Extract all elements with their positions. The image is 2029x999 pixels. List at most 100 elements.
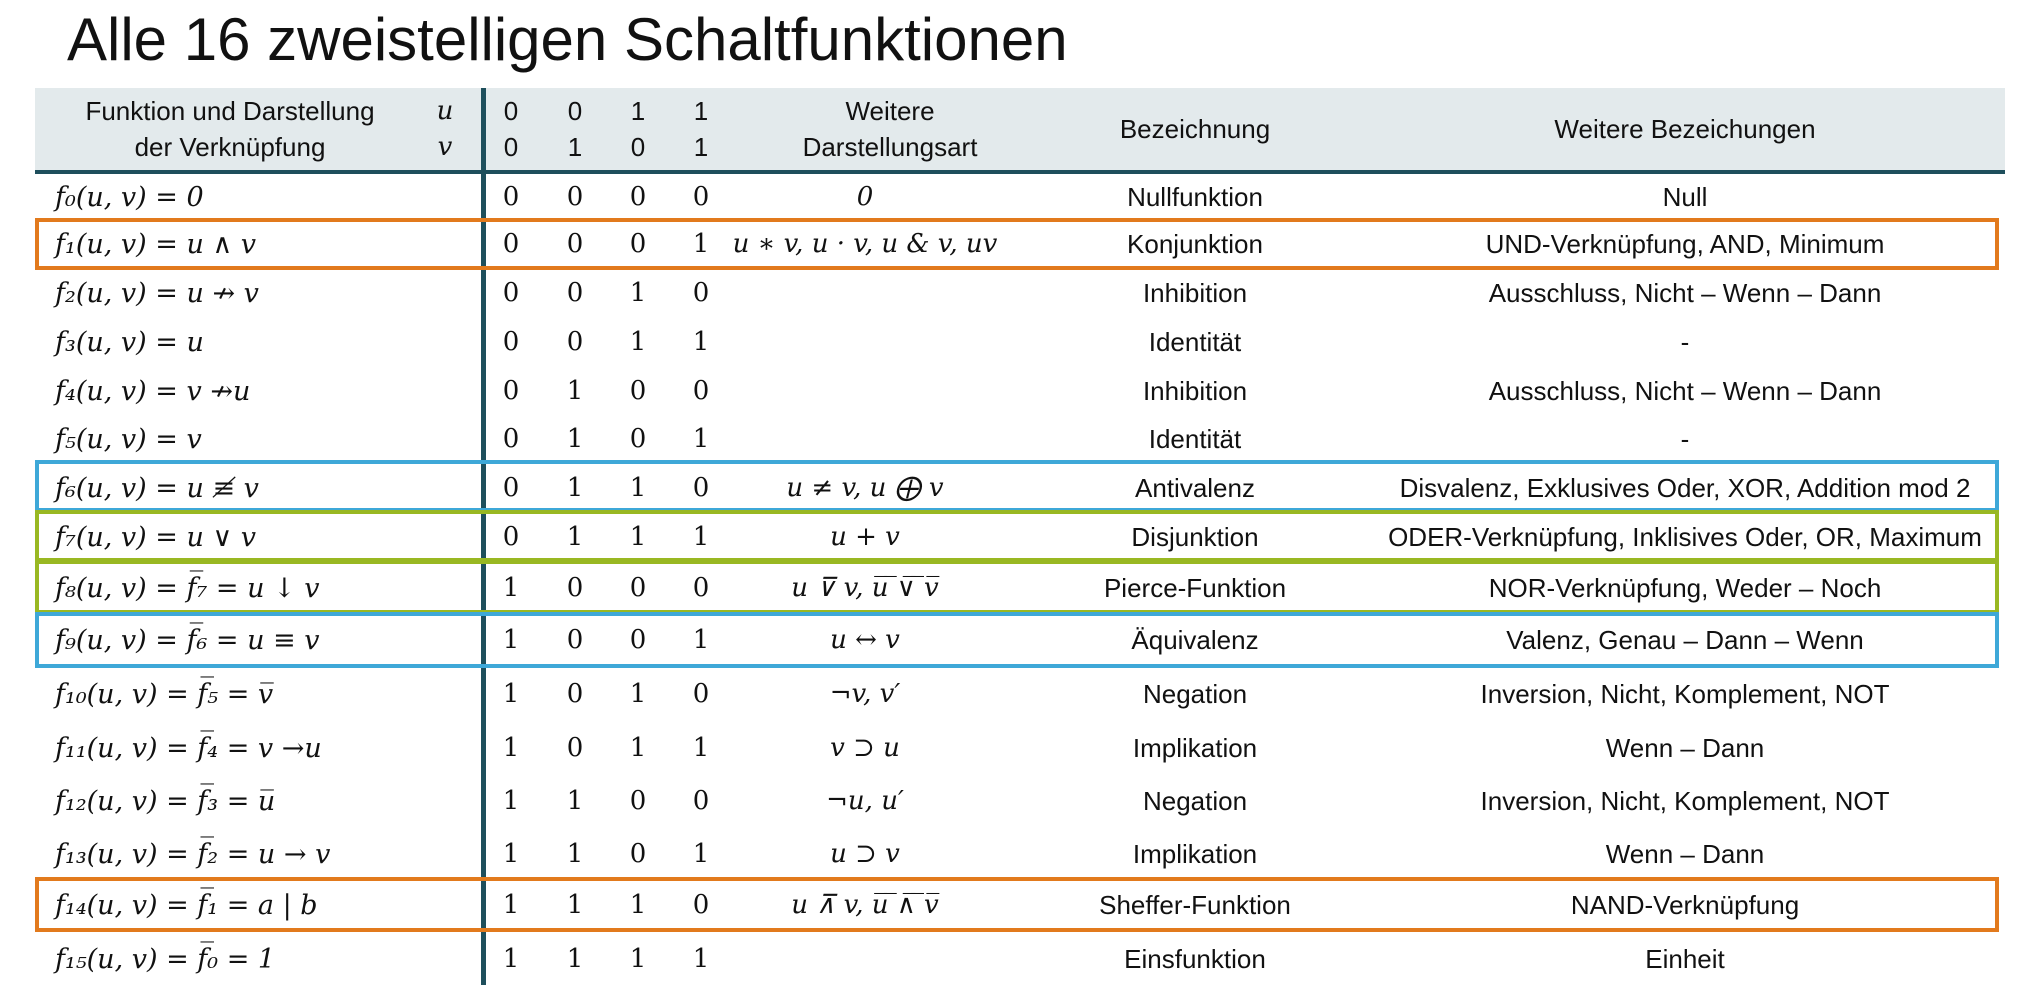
header-u-bit: 1: [693, 96, 709, 126]
truth-value-cell: 1: [502, 733, 520, 763]
alt-notation-cell: ¬u, u′: [826, 786, 904, 816]
alt-notation-cell: [715, 366, 1015, 417]
name-cell: Einsfunktion: [1124, 944, 1266, 974]
other-names-cell: Ausschluss, Nicht – Wenn – Dann: [1488, 278, 1882, 308]
truth-value-cell: 1: [566, 473, 584, 503]
truth-value-cell: 1: [502, 944, 520, 974]
header-v-label: v: [437, 132, 453, 162]
table-header: [35, 88, 2005, 172]
truth-value-cell: 0: [502, 278, 520, 308]
truth-value-cell: 0: [502, 327, 520, 357]
name-cell: Konjunktion: [1127, 229, 1263, 259]
page-title: Alle 16 zweistelligen Schaltfunktionen: [67, 6, 1068, 73]
truth-value-cell: 0: [502, 229, 520, 259]
truth-value-cell: 1: [692, 229, 710, 259]
other-names-cell: Wenn – Dann: [1605, 839, 1765, 869]
alt-notation-cell: [715, 317, 1015, 368]
truth-value-cell: 0: [629, 424, 647, 454]
function-cell: f₆(u, v) = u ≢ v: [55, 473, 259, 504]
alt-notation-cell: u ↔ v: [830, 625, 900, 655]
other-names-cell: Wenn – Dann: [1605, 733, 1765, 763]
alt-notation-cell: u + v: [830, 522, 900, 552]
truth-value-cell: 1: [502, 625, 520, 655]
truth-value-cell: 0: [566, 573, 584, 603]
truth-value-cell: 0: [692, 679, 710, 709]
other-names-cell: NAND-Verknüpfung: [1570, 890, 1800, 920]
truth-value-cell: 1: [502, 573, 520, 603]
header-name: Bezeichnung: [1119, 114, 1271, 144]
truth-value-cell: 1: [502, 786, 520, 816]
alt-notation-cell: [715, 414, 1015, 465]
truth-value-cell: 0: [692, 473, 710, 503]
truth-value-cell: 1: [692, 944, 710, 974]
truth-value-cell: 1: [692, 733, 710, 763]
name-cell: Inhibition: [1142, 376, 1248, 406]
name-cell: Nullfunktion: [1127, 182, 1263, 212]
truth-value-cell: 1: [566, 522, 584, 552]
truth-value-cell: 1: [502, 890, 520, 920]
name-cell: Negation: [1142, 679, 1248, 709]
truth-value-cell: 0: [692, 573, 710, 603]
function-cell: f₉(u, v) = f̅₆ = u ≡ v: [55, 625, 320, 656]
truth-value-cell: 1: [566, 424, 584, 454]
name-cell: Implikation: [1132, 733, 1258, 763]
header-alt-line1: Weitere: [845, 96, 935, 126]
alt-notation-cell: u ⊽ v, u̅ ̅∨̅ ̅v̅: [791, 573, 939, 603]
function-cell: f₃(u, v) = u: [55, 327, 204, 358]
truth-value-cell: 0: [692, 376, 710, 406]
truth-value-cell: 1: [629, 327, 647, 357]
header-divider: [35, 170, 2005, 174]
alt-notation-cell: u ≠ v, u ⨁ v: [786, 473, 944, 503]
truth-value-cell: 1: [566, 944, 584, 974]
truth-value-cell: 1: [692, 424, 710, 454]
truth-value-cell: 0: [692, 786, 710, 816]
header-function-line1: Funktion und Darstellung: [85, 96, 375, 126]
header-u-bit: 0: [503, 96, 519, 126]
other-names-cell: -: [1680, 327, 1690, 357]
truth-value-cell: 0: [566, 327, 584, 357]
other-names-cell: Inversion, Nicht, Komplement, NOT: [1480, 786, 1890, 816]
truth-value-cell: 1: [629, 890, 647, 920]
other-names-cell: Null: [1662, 182, 1708, 212]
other-names-cell: ODER-Verknüpfung, Inklisives Oder, OR, M…: [1388, 522, 1982, 552]
truth-value-cell: 1: [692, 839, 710, 869]
function-cell: f₁₀(u, v) = f̅₅ = v̅: [55, 679, 274, 710]
alt-notation-cell: 0: [856, 182, 874, 212]
truth-value-cell: 0: [692, 890, 710, 920]
truth-value-cell: 0: [629, 786, 647, 816]
other-names-cell: NOR-Verknüpfung, Weder – Noch: [1488, 573, 1882, 603]
truth-value-cell: 0: [566, 679, 584, 709]
truth-value-cell: 0: [502, 522, 520, 552]
alt-notation-cell: u ∗ v, u · v, u & v, uv: [732, 229, 998, 259]
truth-value-cell: 0: [629, 573, 647, 603]
truth-value-cell: 1: [629, 944, 647, 974]
column-divider: [481, 88, 486, 985]
function-cell: f₄(u, v) = v ↛u: [55, 376, 251, 407]
function-cell: f₂(u, v) = u ↛ v: [55, 278, 259, 309]
truth-value-cell: 0: [566, 182, 584, 212]
truth-value-cell: 0: [566, 229, 584, 259]
other-names-cell: Disvalenz, Exklusives Oder, XOR, Additio…: [1399, 473, 1971, 503]
truth-value-cell: 1: [566, 786, 584, 816]
other-names-cell: -: [1680, 424, 1690, 454]
name-cell: Identität: [1148, 327, 1242, 357]
truth-value-cell: 1: [502, 839, 520, 869]
truth-value-cell: 0: [629, 839, 647, 869]
truth-value-cell: 0: [502, 182, 520, 212]
header-v-bit: 0: [503, 132, 519, 162]
truth-value-cell: 0: [566, 733, 584, 763]
truth-value-cell: 1: [629, 522, 647, 552]
truth-value-cell: 1: [629, 473, 647, 503]
name-cell: Äquivalenz: [1131, 625, 1259, 655]
name-cell: Pierce-Funktion: [1103, 573, 1287, 603]
